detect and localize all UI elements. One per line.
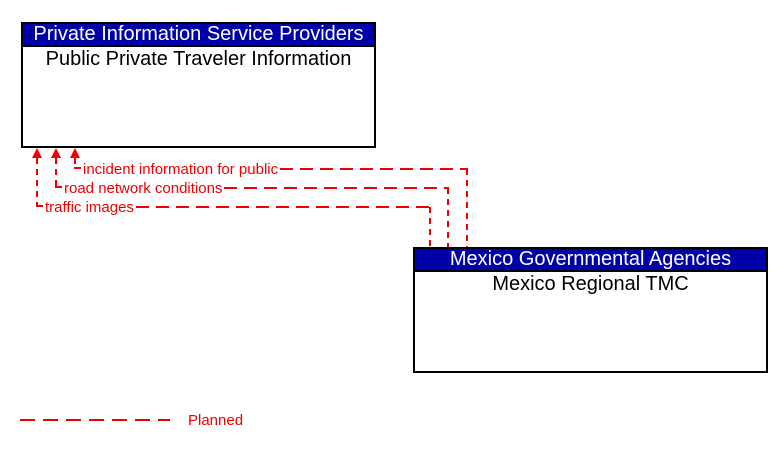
flow-incident-information-for-public: incident information for public <box>83 160 468 178</box>
flow-traffic-images: traffic images <box>45 198 431 216</box>
flow-label: road network conditions <box>64 179 223 197</box>
entity-element-mexico-regional-tmc: Mexico Regional TMC <box>492 273 689 295</box>
arrowhead-up-icon <box>51 148 61 158</box>
flow-line-elbow <box>36 205 43 207</box>
arrowhead-up-icon <box>70 148 80 158</box>
flow-line-elbow <box>74 167 81 169</box>
flow-line-horizontal <box>224 187 449 189</box>
flow-line-horizontal <box>135 206 431 208</box>
flow-label: traffic images <box>45 198 134 216</box>
flow-line-horizontal <box>280 168 468 170</box>
flow-line-vertical-left <box>36 158 38 207</box>
entity-box-private-information-service-providers: Private Information Service Providers Pu… <box>21 22 376 148</box>
flow-line-vertical-right <box>447 188 449 247</box>
entity-element-public-private-traveler-information: Public Private Traveler Information <box>45 48 352 70</box>
flow-line-vertical-right <box>466 169 468 247</box>
flow-label: incident information for public <box>83 160 279 178</box>
entity-header-private-information-service-providers: Private Information Service Providers <box>23 24 374 47</box>
legend-planned-label: Planned <box>188 412 244 429</box>
flow-line-vertical-right <box>429 207 431 247</box>
entity-header-mexico-governmental-agencies: Mexico Governmental Agencies <box>415 249 766 272</box>
flow-line-vertical-left <box>74 158 76 169</box>
flow-line-vertical-left <box>55 158 57 188</box>
arrowhead-up-icon <box>32 148 42 158</box>
entity-box-mexico-governmental-agencies: Mexico Governmental Agencies Mexico Regi… <box>413 247 768 373</box>
legend-planned-dashed-line <box>20 419 170 421</box>
flow-line-elbow <box>55 186 62 188</box>
flow-road-network-conditions: road network conditions <box>64 179 449 197</box>
